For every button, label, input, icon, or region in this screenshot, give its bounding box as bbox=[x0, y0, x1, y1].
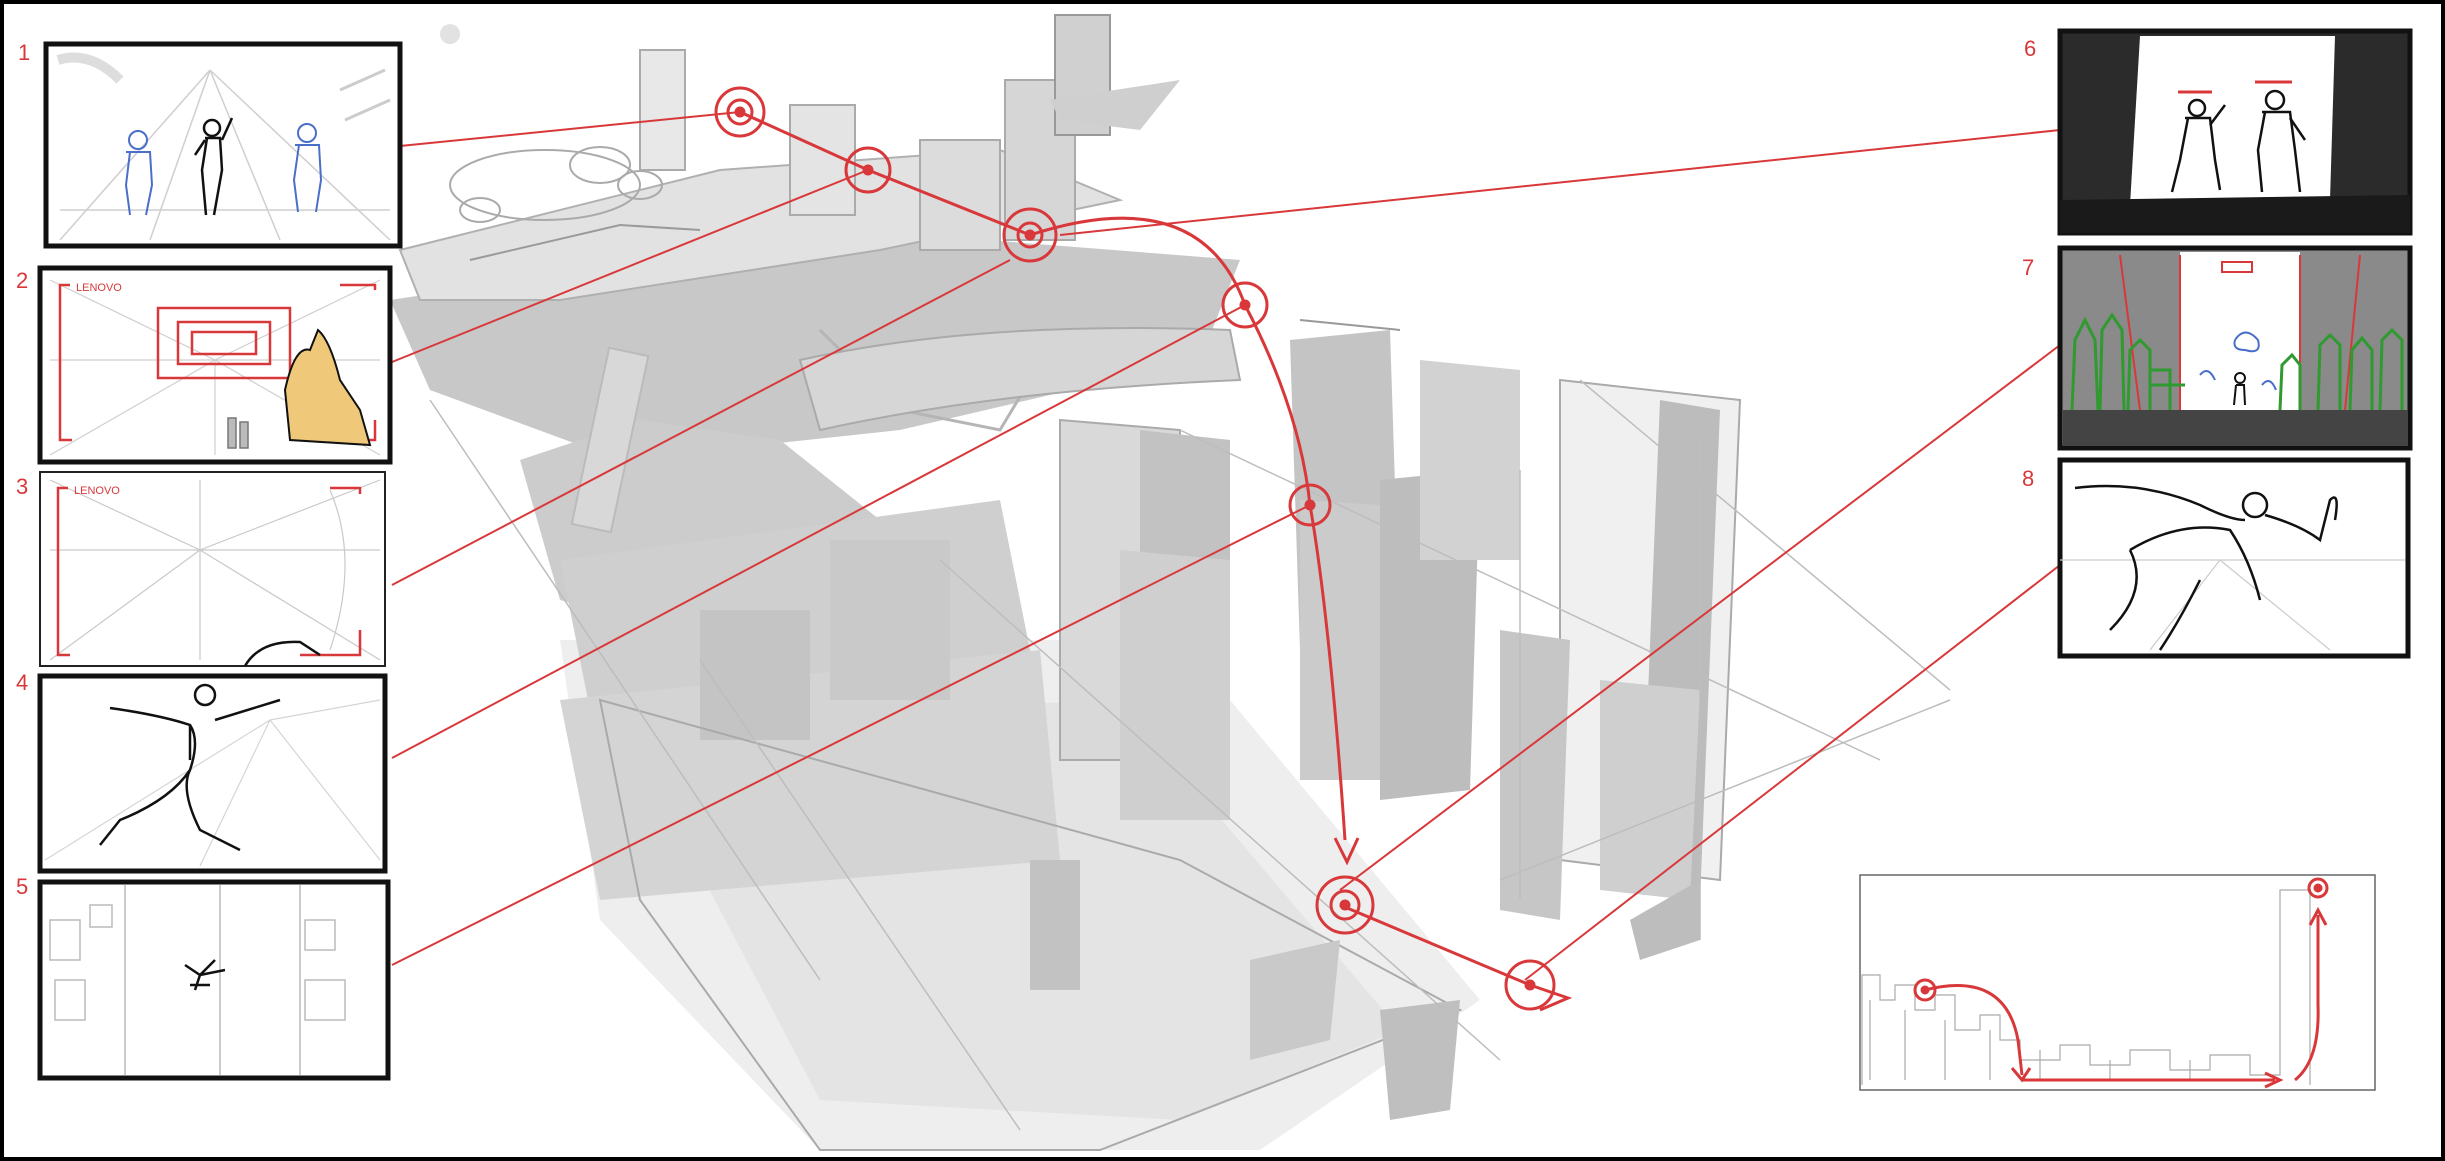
panel-number-8: 8 bbox=[2022, 466, 2034, 491]
camera-marker-2 bbox=[844, 146, 892, 194]
figure-hero bbox=[193, 117, 234, 216]
storyboard-panel-4 bbox=[37, 673, 388, 874]
storyboard-panel-8 bbox=[2057, 457, 2411, 659]
camera-markers bbox=[714, 86, 1556, 1011]
panel-number-5: 5 bbox=[16, 874, 28, 899]
figure-blue-right bbox=[292, 123, 323, 213]
camera-marker-5 bbox=[1288, 483, 1332, 527]
panel-number-3: 3 bbox=[16, 474, 28, 499]
storyboard-panel-1 bbox=[43, 41, 403, 249]
panel-number-1: 1 bbox=[18, 40, 30, 65]
camera-marker-1 bbox=[714, 86, 766, 138]
hud-frame bbox=[58, 283, 377, 442]
panel-number-7: 7 bbox=[2022, 255, 2034, 280]
minimap-path bbox=[1913, 877, 2329, 1089]
storyboard-panel-6 bbox=[2057, 28, 2413, 236]
panel-number-2: 2 bbox=[16, 268, 28, 293]
fighter-left bbox=[2170, 98, 2226, 193]
hud-brand-label: LENOVO bbox=[76, 282, 122, 294]
storyboard-panel-7 bbox=[2057, 245, 2413, 451]
camera-marker-4 bbox=[1221, 281, 1269, 329]
panel-number-6: 6 bbox=[2024, 36, 2036, 61]
panel-connector-lines bbox=[391, 111, 2061, 981]
crowd-figures-blue bbox=[2199, 331, 2277, 391]
health-bars bbox=[2178, 80, 2292, 94]
crowd-figures-green bbox=[2070, 312, 2404, 411]
hud-brand-label-3: LENOVO bbox=[74, 485, 120, 497]
figure-punch bbox=[2074, 484, 2338, 651]
city-sketch bbox=[390, 14, 1951, 1151]
camera-marker-3 bbox=[1002, 207, 1058, 263]
figure-falling bbox=[184, 959, 226, 991]
figure-leap bbox=[99, 683, 281, 852]
camera-marker-6 bbox=[1315, 875, 1375, 935]
storyboard-panel-5 bbox=[37, 879, 391, 1081]
hand-icon bbox=[283, 328, 372, 447]
camera-marker-7 bbox=[1504, 959, 1556, 1011]
small-figures bbox=[227, 417, 249, 449]
storyboard-panel-3: LENOVO bbox=[39, 471, 386, 667]
path-overview-minimap bbox=[1859, 874, 2376, 1091]
storyboard-panel-2: LENOVO bbox=[37, 265, 393, 465]
panel-number-4: 4 bbox=[16, 670, 28, 695]
fighter-right bbox=[2256, 89, 2307, 193]
figure-blue-left bbox=[124, 130, 154, 216]
